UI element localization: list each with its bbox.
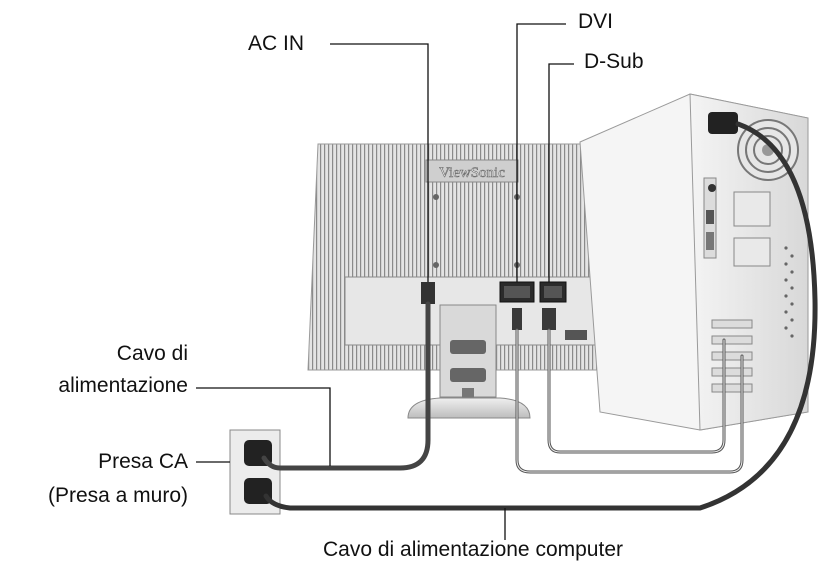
monitor-brand-logo: ViewSonic bbox=[439, 165, 505, 181]
monitor-power-cable bbox=[261, 301, 431, 471]
monitor-back: ViewSonic bbox=[307, 143, 651, 419]
label-computer-cable: Cavo di alimentazione computer bbox=[323, 538, 623, 561]
label-power-cable-line1: Cavo di bbox=[116, 342, 188, 365]
label-dsub: D-Sub bbox=[584, 50, 644, 73]
leader-power-cable bbox=[196, 387, 331, 466]
label-dvi: DVI bbox=[578, 10, 614, 33]
computer-power-cable bbox=[263, 121, 818, 511]
monitor-stand-base bbox=[407, 397, 531, 419]
leader-dvi bbox=[516, 23, 566, 282]
wall-outlet bbox=[229, 429, 281, 515]
leader-dsub bbox=[548, 63, 574, 282]
leader-ac-in bbox=[330, 43, 429, 282]
ac-in-port bbox=[421, 282, 435, 304]
computer-tower bbox=[579, 93, 809, 431]
label-power-cable-line2: alimentazione bbox=[58, 374, 188, 397]
label-ac-in: AC IN bbox=[248, 32, 305, 55]
label-outlet-line2: (Presa a muro) bbox=[47, 484, 188, 507]
computer-power-inlet bbox=[708, 112, 738, 134]
label-outlet-line1: Presa CA bbox=[98, 450, 188, 473]
